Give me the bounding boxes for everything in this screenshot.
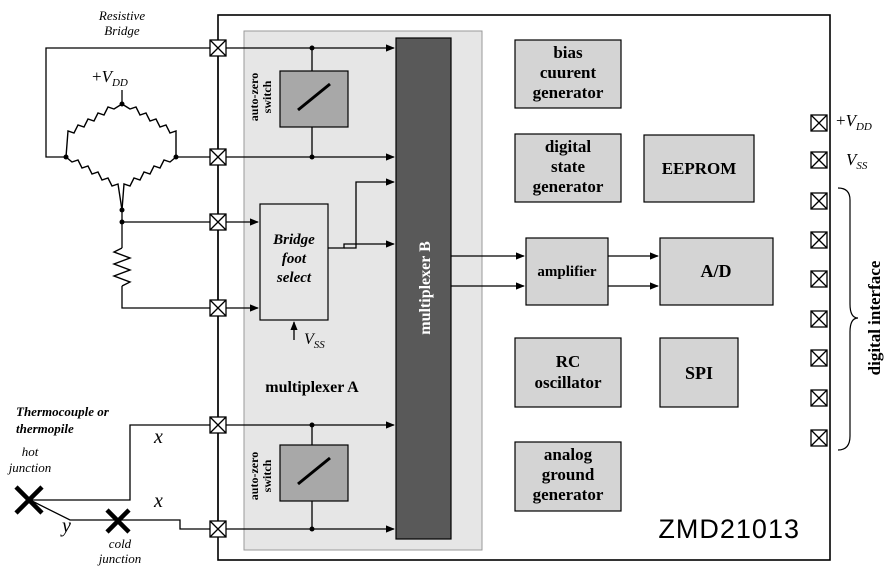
bias-current-generator-block: bias cuurent generator <box>514 39 622 109</box>
part-number: ZMD21013 <box>658 514 800 544</box>
bridge-foot-label-3: select <box>276 270 312 286</box>
pin-d4 <box>810 310 828 328</box>
pin-d5 <box>810 349 828 367</box>
pin-vdd <box>810 114 828 132</box>
pin-5 <box>209 416 227 434</box>
svg-text:oscillator: oscillator <box>534 373 601 392</box>
pin-d6 <box>810 389 828 407</box>
eeprom-block: EEPROM <box>643 134 755 203</box>
auto-zero-switch-bottom <box>279 444 349 502</box>
cold-junction-label-2: junction <box>97 551 142 566</box>
pin-1 <box>209 39 227 57</box>
bridge-foot-label-1: Bridge <box>272 232 315 248</box>
hot-junction-label-1: hot <box>22 444 39 459</box>
analog-ground-generator-block: analog ground generator <box>514 441 622 512</box>
svg-text:analog: analog <box>544 445 593 464</box>
auto-zero-switch-top <box>279 70 349 128</box>
svg-text:amplifier: amplifier <box>537 264 596 280</box>
auto-zero-label-top-1: auto-zero <box>247 73 261 121</box>
rc-oscillator-block: RC oscillator <box>514 337 622 408</box>
svg-text:generator: generator <box>533 83 604 102</box>
svg-text:EEPROM: EEPROM <box>662 159 737 178</box>
svg-text:generator: generator <box>533 485 604 504</box>
right-vdd-label: +VDD <box>836 111 872 133</box>
cold-junction-label-1: cold <box>109 536 132 551</box>
digital-interface-label: digital interface <box>865 260 884 375</box>
hot-junction-cross <box>14 485 44 515</box>
svg-text:RC: RC <box>556 352 581 371</box>
svg-text:A/D: A/D <box>701 261 732 281</box>
svg-text:cuurent: cuurent <box>540 63 597 82</box>
auto-zero-label-bottom-2: switch <box>260 459 274 492</box>
svg-text:ground: ground <box>542 465 595 484</box>
thermocouple-label-2: thermopile <box>16 421 74 436</box>
digital-state-generator-block: digital state generator <box>514 133 622 203</box>
pin-2 <box>209 148 227 166</box>
pin-d2 <box>810 231 828 249</box>
right-vss-label: VSS <box>846 150 868 172</box>
x-label-bottom: x <box>153 490 163 512</box>
bridge-foot-select-block <box>259 203 329 321</box>
pin-4 <box>209 299 227 317</box>
pin-6 <box>209 520 227 538</box>
digital-interface-brace <box>837 187 859 451</box>
svg-text:generator: generator <box>533 177 604 196</box>
y-label: y <box>60 515 71 537</box>
svg-text:state: state <box>551 157 585 176</box>
thermocouple-label-1: Thermocouple or <box>16 404 110 419</box>
resistive-bridge-label-2: Bridge <box>104 23 140 38</box>
bridge-foot-label-2: foot <box>282 251 307 267</box>
bridge-foot-vss-label: VSS <box>304 331 325 351</box>
bridge-resistors <box>65 103 177 211</box>
spi-block: SPI <box>659 337 739 408</box>
pin-d1 <box>810 192 828 210</box>
pin-d7 <box>810 429 828 447</box>
pin-d3 <box>810 270 828 288</box>
svg-text:bias: bias <box>553 43 583 62</box>
bridge-vdd-label: +VDD <box>92 67 128 89</box>
multiplexer-b-block <box>395 37 452 540</box>
svg-text:SPI: SPI <box>685 363 713 383</box>
resistive-bridge-label-1: Resistive <box>98 8 145 23</box>
multiplexer-a-label: multiplexer A <box>265 379 359 396</box>
auto-zero-label-bottom-1: auto-zero <box>247 452 261 500</box>
right-pins <box>810 114 828 447</box>
svg-text:digital: digital <box>545 137 592 156</box>
auto-zero-label-top-2: switch <box>260 80 274 113</box>
cold-junction-cross <box>105 508 131 534</box>
pin-3 <box>209 213 227 231</box>
hot-junction-label-2: junction <box>7 460 52 475</box>
pin-vss <box>810 151 828 169</box>
x-label-top: x <box>153 426 163 448</box>
ad-converter-block: A/D <box>659 237 774 306</box>
amplifier-block: amplifier <box>525 237 609 306</box>
multiplexer-b-label: multiplexer B <box>417 241 434 335</box>
